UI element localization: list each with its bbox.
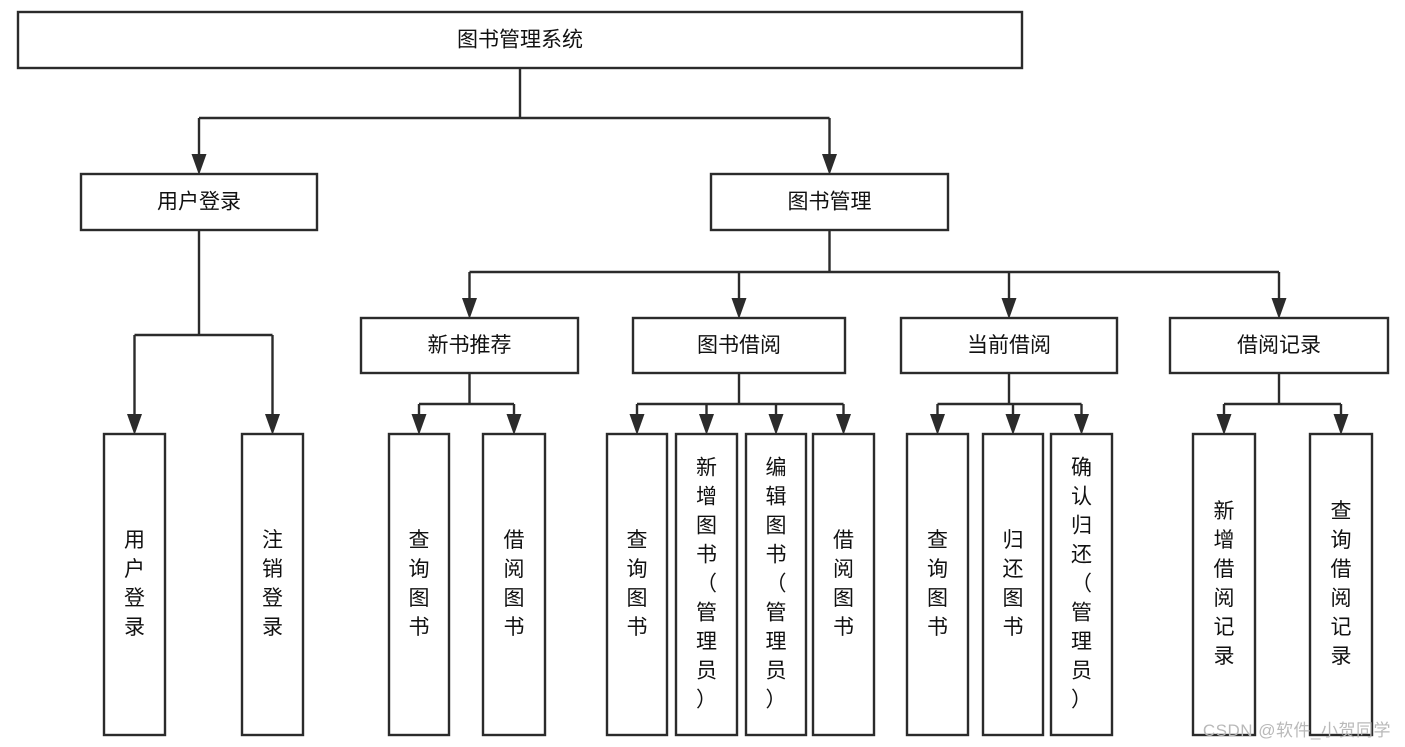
node-label-root: 图书管理系统: [457, 29, 583, 52]
node-label-book-manage: 图书管理: [788, 191, 872, 214]
node-label-leaf-query-record: 查询借阅记录: [1331, 500, 1352, 668]
node-leaf-add-record[interactable]: 新增借阅记录: [1191, 432, 1257, 737]
node-leaf-borrow-book-1[interactable]: 借阅图书: [481, 432, 547, 737]
node-box-leaf-borrow-book-2[interactable]: [811, 432, 876, 737]
node-label-leaf-query-book-1: 查询图书: [409, 529, 430, 639]
node-label-new-book-rec: 新书推荐: [428, 334, 512, 357]
node-box-leaf-return-book[interactable]: [981, 432, 1045, 737]
arrow-head-leaf-edit-book: [768, 414, 784, 435]
node-label-leaf-borrow-book-2: 借阅图书: [833, 529, 854, 639]
node-root[interactable]: 图书管理系统: [16, 10, 1024, 70]
node-leaf-user-login[interactable]: 用户登录: [102, 432, 167, 737]
node-box-leaf-query-record[interactable]: [1308, 432, 1374, 737]
node-box-leaf-add-book[interactable]: [674, 432, 739, 737]
node-box-book-borrow[interactable]: [631, 316, 847, 375]
node-box-leaf-confirm-return[interactable]: [1049, 432, 1114, 737]
arrow-head-borrow-record: [1271, 298, 1287, 319]
node-user-login[interactable]: 用户登录: [79, 172, 319, 232]
arrow-head-leaf-add-book: [699, 414, 714, 435]
node-box-new-book-rec[interactable]: [359, 316, 580, 375]
node-leaf-query-record[interactable]: 查询借阅记录: [1308, 432, 1374, 737]
node-label-leaf-return-book: 归还图书: [1003, 529, 1024, 639]
node-label-current-borrow: 当前借阅: [967, 334, 1051, 357]
arrow-head-book-borrow: [731, 298, 747, 319]
node-box-book-manage[interactable]: [709, 172, 950, 232]
node-box-user-login[interactable]: [79, 172, 319, 232]
node-leaf-return-book[interactable]: 归还图书: [981, 432, 1045, 737]
node-box-leaf-edit-book[interactable]: [744, 432, 808, 737]
node-label-borrow-record: 借阅记录: [1237, 334, 1321, 357]
node-box-leaf-user-login[interactable]: [102, 432, 167, 737]
node-leaf-query-book-2[interactable]: 查询图书: [605, 432, 669, 737]
node-layer: 图书管理系统用户登录图书管理新书推荐图书借阅当前借阅借阅记录用户登录注销登录查询…: [16, 10, 1390, 737]
node-leaf-edit-book[interactable]: 编辑图书（管理员）: [744, 432, 808, 737]
node-label-leaf-add-book: 新增图书（管理员）: [696, 457, 717, 712]
node-box-borrow-record[interactable]: [1168, 316, 1390, 375]
node-label-leaf-query-book-2: 查询图书: [627, 529, 648, 639]
node-current-borrow[interactable]: 当前借阅: [899, 316, 1119, 375]
arrow-head-leaf-user-login: [127, 414, 142, 435]
node-box-leaf-add-record[interactable]: [1191, 432, 1257, 737]
node-label-leaf-query-book-3: 查询图书: [927, 529, 948, 639]
node-box-root[interactable]: [16, 10, 1024, 70]
node-box-leaf-user-logout[interactable]: [240, 432, 305, 737]
node-new-book-rec[interactable]: 新书推荐: [359, 316, 580, 375]
connector-layer: [127, 68, 1349, 435]
node-box-current-borrow[interactable]: [899, 316, 1119, 375]
node-label-user-login: 用户登录: [157, 191, 241, 214]
arrow-head-leaf-return-book: [1005, 414, 1021, 435]
arrow-head-leaf-query-book-3: [930, 414, 945, 435]
arrow-head-leaf-confirm-return: [1074, 414, 1089, 435]
arrow-head-leaf-query-book-1: [411, 414, 427, 435]
arrow-head-leaf-query-record: [1333, 414, 1349, 435]
node-leaf-query-book-1[interactable]: 查询图书: [387, 432, 451, 737]
node-leaf-user-logout[interactable]: 注销登录: [240, 432, 305, 737]
node-label-leaf-confirm-return: 确认归还（管理员）: [1071, 457, 1092, 712]
node-label-book-borrow: 图书借阅: [697, 334, 781, 357]
node-leaf-confirm-return[interactable]: 确认归还（管理员）: [1049, 432, 1114, 737]
node-leaf-borrow-book-2[interactable]: 借阅图书: [811, 432, 876, 737]
arrow-head-leaf-query-book-2: [629, 414, 645, 435]
node-leaf-add-book[interactable]: 新增图书（管理员）: [674, 432, 739, 737]
node-borrow-record[interactable]: 借阅记录: [1168, 316, 1390, 375]
arrow-head-leaf-add-record: [1216, 414, 1232, 435]
node-label-leaf-user-login: 用户登录: [124, 529, 145, 639]
node-leaf-query-book-3[interactable]: 查询图书: [905, 432, 970, 737]
node-box-leaf-query-book-2[interactable]: [605, 432, 669, 737]
arrow-head-leaf-borrow-book-1: [506, 414, 522, 435]
arrow-head-current-borrow: [1001, 298, 1017, 319]
node-box-leaf-borrow-book-1[interactable]: [481, 432, 547, 737]
arrow-head-user-login: [191, 154, 207, 175]
arrow-head-leaf-user-logout: [265, 414, 280, 435]
arrow-head-leaf-borrow-book-2: [836, 414, 851, 435]
node-label-leaf-add-record: 新增借阅记录: [1214, 500, 1235, 668]
node-box-leaf-query-book-1[interactable]: [387, 432, 451, 737]
node-label-leaf-edit-book: 编辑图书（管理员）: [766, 457, 787, 712]
arrow-head-book-manage: [822, 154, 837, 175]
arrow-head-new-book-rec: [462, 298, 477, 319]
node-label-leaf-user-logout: 注销登录: [262, 529, 283, 639]
node-label-leaf-borrow-book-1: 借阅图书: [504, 529, 525, 639]
node-book-manage[interactable]: 图书管理: [709, 172, 950, 232]
watermark-text: CSDN @软件_小贺同学: [1202, 721, 1391, 740]
node-box-leaf-query-book-3[interactable]: [905, 432, 970, 737]
node-book-borrow[interactable]: 图书借阅: [631, 316, 847, 375]
